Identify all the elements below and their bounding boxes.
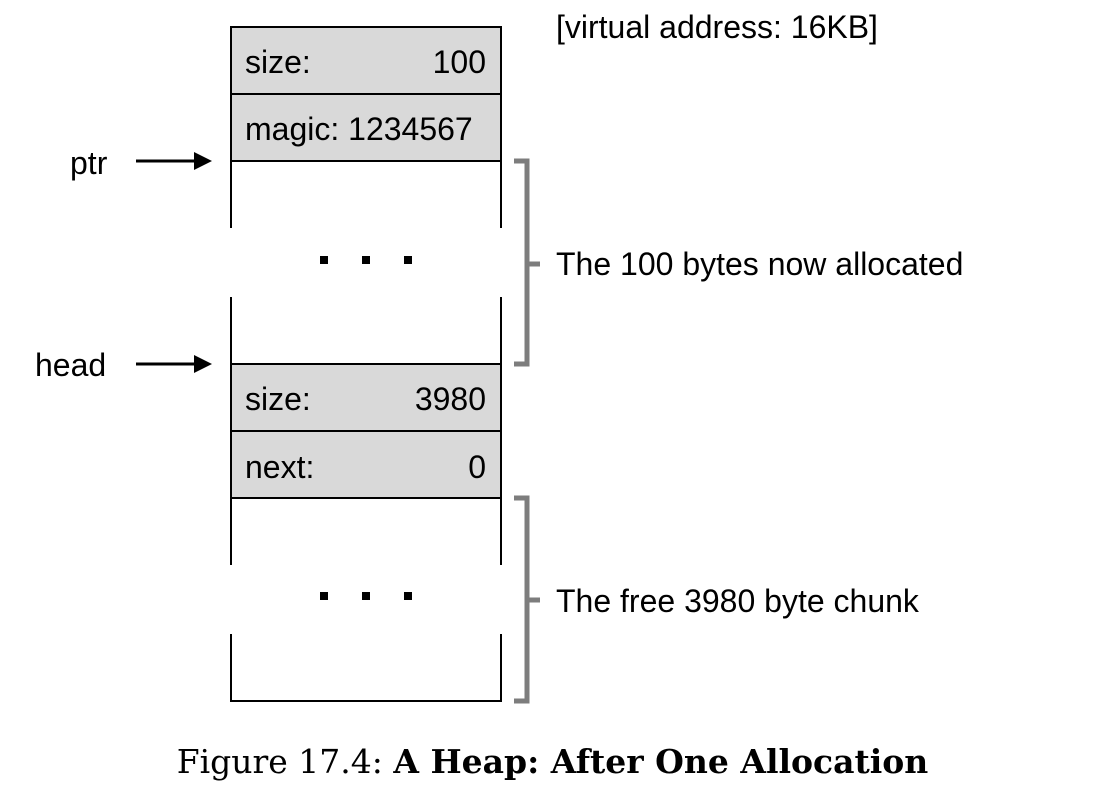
used-size-value: 100 [433, 44, 486, 80]
free-bracket [514, 495, 540, 704]
allocated-bracket-label: The 100 bytes now allocated [556, 246, 963, 282]
head-arrow-icon [136, 355, 212, 373]
alloc-ellipsis [320, 256, 412, 264]
caption-prefix: Figure 17.4: [176, 742, 383, 781]
used-size-cell [230, 26, 502, 95]
magic-label: magic: 1234567 [245, 111, 473, 147]
magic-cell [230, 93, 502, 162]
used-size-key: size: [245, 44, 311, 80]
figure-caption: Figure 17.4: A Heap: After One Allocatio… [0, 742, 1105, 781]
free-bracket-label: The free 3980 byte chunk [556, 583, 920, 619]
virtual-address-label: [virtual address: 16KB] [556, 9, 878, 45]
free-size-cell [230, 363, 502, 432]
next-key: next: [245, 449, 314, 485]
head-label: head [35, 347, 106, 383]
caption-title: A Heap: After One Allocation [393, 742, 929, 781]
free-size-value: 3980 [415, 381, 486, 417]
allocated-bracket [514, 158, 540, 367]
next-value: 0 [468, 449, 486, 485]
next-cell [230, 430, 502, 499]
free-size-key: size: [245, 381, 311, 417]
ptr-arrow-icon [136, 152, 212, 170]
free-ellipsis [320, 592, 412, 600]
ptr-label: ptr [70, 145, 108, 181]
